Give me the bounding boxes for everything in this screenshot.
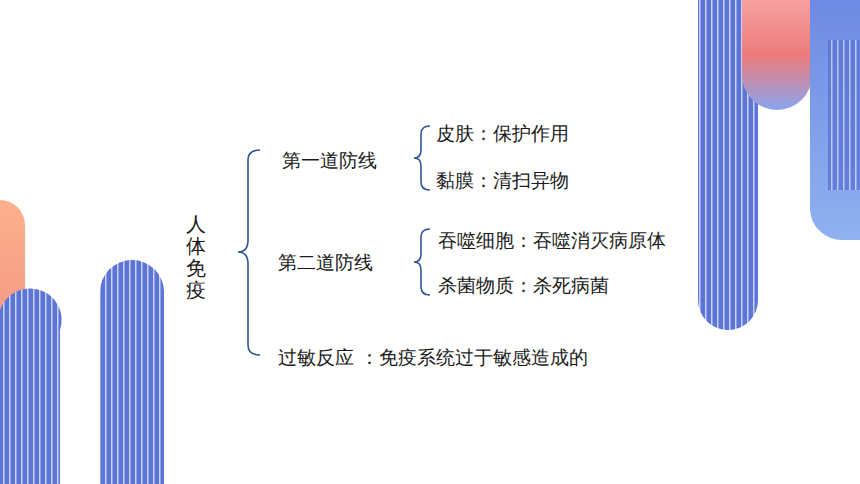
branch-label: 过敏反应 ：免疫系统过于敏感造成的 (278, 346, 588, 369)
red-bar (742, 0, 812, 110)
striped-bar (100, 260, 164, 484)
leaf-label: 吞噬细胞：吞噬消灭病原体 (438, 229, 666, 252)
leaf-label: 黏膜：清扫异物 (436, 169, 569, 192)
branch-label: 第一道防线 (282, 149, 377, 172)
blue-bar (810, 0, 860, 240)
leaf-label: 皮肤：保护作用 (436, 122, 569, 145)
root-label: 人体免疫 (186, 213, 206, 301)
brace (414, 126, 430, 190)
striped-bar (828, 40, 860, 190)
main-brace (238, 150, 260, 355)
brace (414, 229, 430, 295)
leaf-label: 杀菌物质：杀死病菌 (438, 274, 609, 297)
striped-bar (0, 288, 62, 484)
branch-label: 第二道防线 (278, 251, 373, 274)
gap (60, 400, 100, 484)
